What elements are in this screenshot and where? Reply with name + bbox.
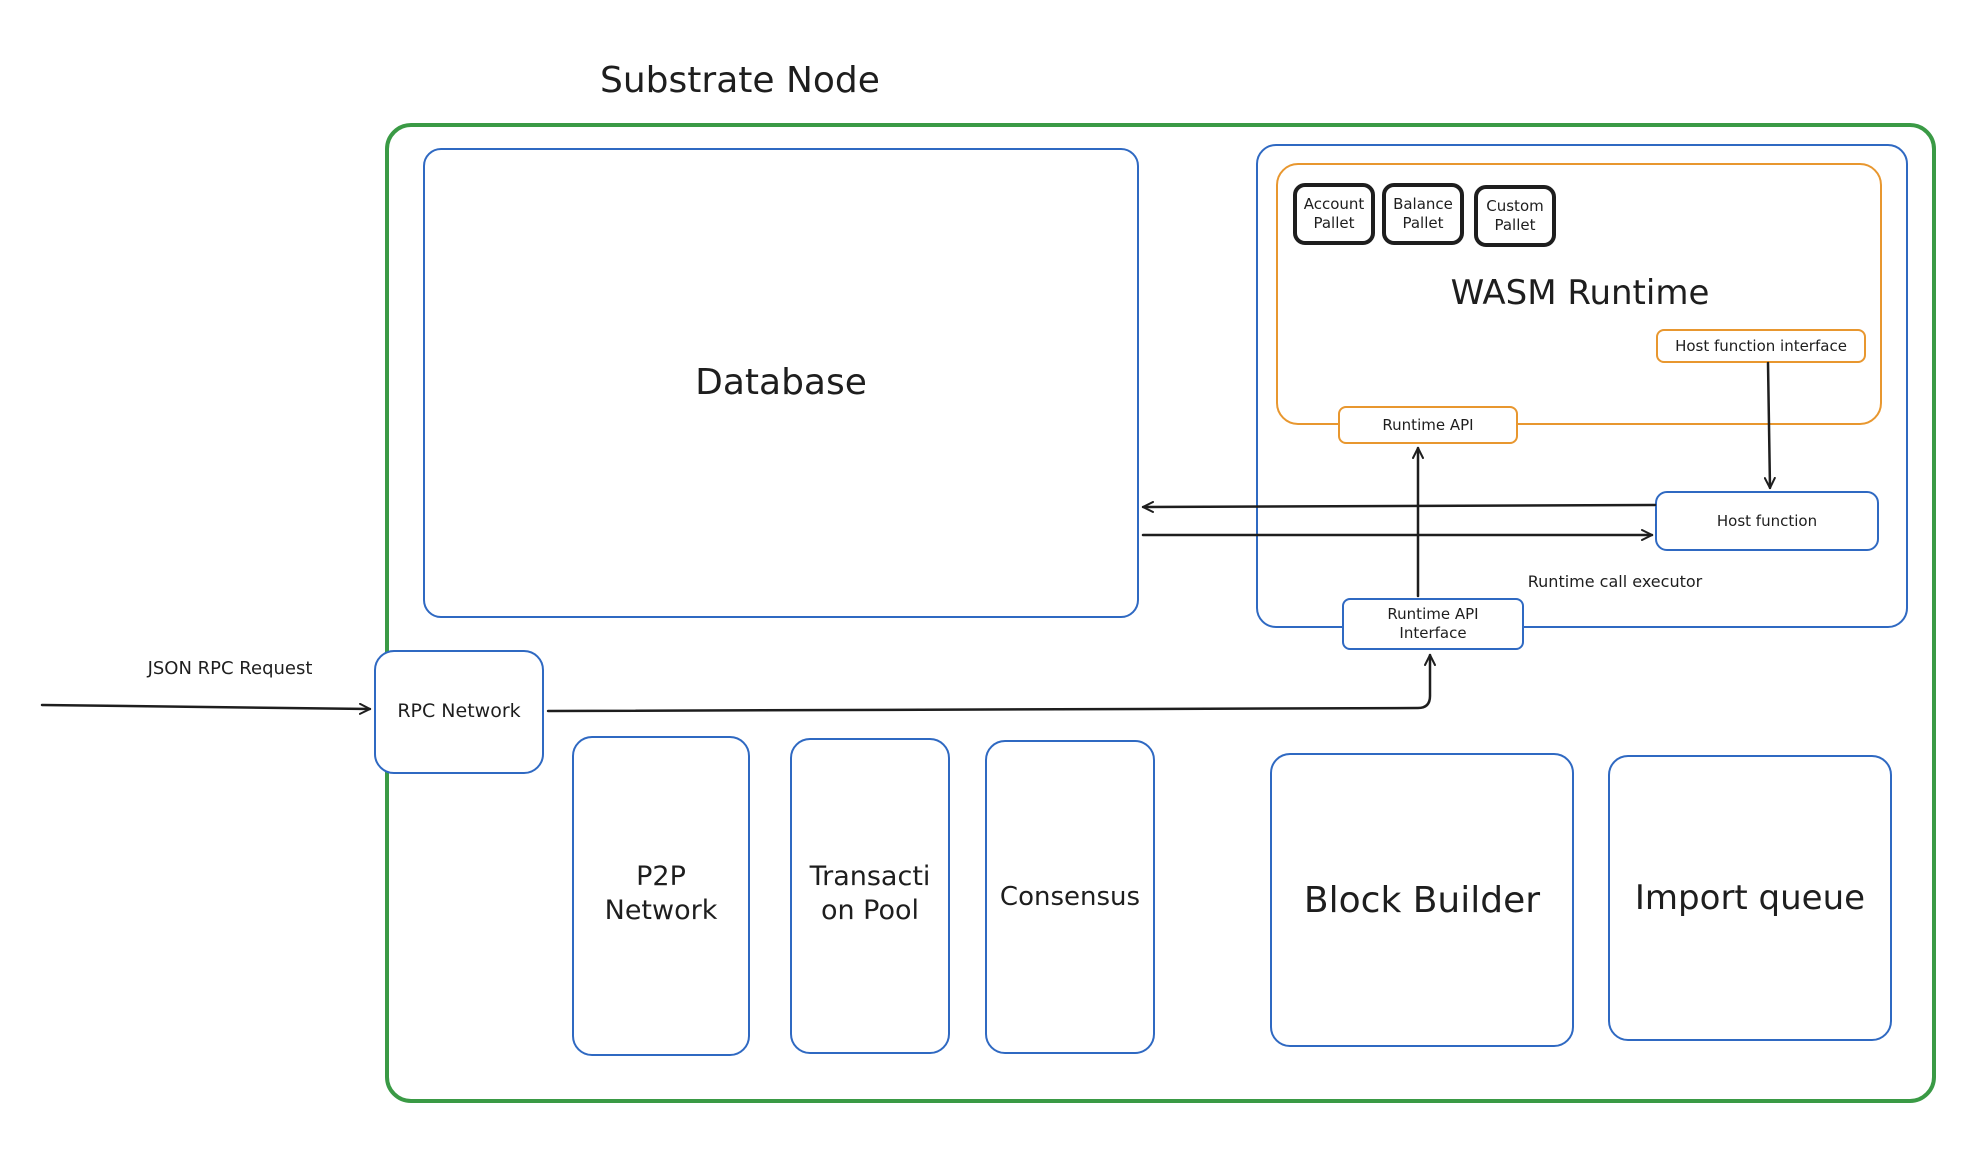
import-queue-box[interactable]: Import queue <box>1608 755 1892 1041</box>
transaction-pool-box[interactable]: Transacti on Pool <box>790 738 950 1054</box>
host-function-interface[interactable]: Host function interface <box>1656 329 1866 363</box>
host-function[interactable]: Host function <box>1655 491 1879 551</box>
block-builder-label: Block Builder <box>1303 879 1541 921</box>
account-pallet-label: Account Pallet <box>1303 195 1365 232</box>
runtime-api-interface-label: Runtime API Interface <box>1387 605 1479 642</box>
database-box[interactable]: Database <box>423 148 1139 618</box>
wasm-runtime-box[interactable] <box>1276 163 1882 425</box>
node-title: Substrate Node <box>600 59 880 101</box>
balance-pallet[interactable]: Balance Pallet <box>1382 183 1464 245</box>
custom-pallet-label: Custom Pallet <box>1486 197 1544 234</box>
json-rpc-request-arrow <box>40 702 372 715</box>
runtime-api-label: Runtime API <box>1382 415 1474 434</box>
runtime-call-executor-box[interactable] <box>1256 144 1908 628</box>
runtime-api[interactable]: Runtime API <box>1338 406 1518 444</box>
host-function-interface-label: Host function interface <box>1675 336 1847 355</box>
substrate-node-container <box>385 123 1936 1103</box>
p2p-network-box[interactable]: P2P Network <box>572 736 750 1056</box>
consensus-box[interactable]: Consensus <box>985 740 1155 1054</box>
account-pallet[interactable]: Account Pallet <box>1293 183 1375 245</box>
runtime-call-executor-label: Runtime call executor <box>1527 572 1703 591</box>
import-queue-label: Import queue <box>1634 877 1866 918</box>
database-label: Database <box>695 362 867 403</box>
consensus-label: Consensus <box>999 881 1141 912</box>
runtime-api-interface[interactable]: Runtime API Interface <box>1342 598 1524 650</box>
json-rpc-request-label: JSON RPC Request <box>147 657 313 679</box>
host-function-label: Host function <box>1716 511 1818 530</box>
custom-pallet[interactable]: Custom Pallet <box>1474 185 1556 247</box>
rpc-network[interactable]: RPC Network <box>374 650 544 774</box>
balance-pallet-label: Balance Pallet <box>1393 195 1453 232</box>
rpc-network-label: RPC Network <box>397 700 521 723</box>
transaction-pool-label: Transacti on Pool <box>809 861 931 926</box>
wasm-runtime-title: WASM Runtime <box>1450 272 1710 313</box>
p2p-network-label: P2P Network <box>604 861 718 926</box>
block-builder-box[interactable]: Block Builder <box>1270 753 1574 1047</box>
